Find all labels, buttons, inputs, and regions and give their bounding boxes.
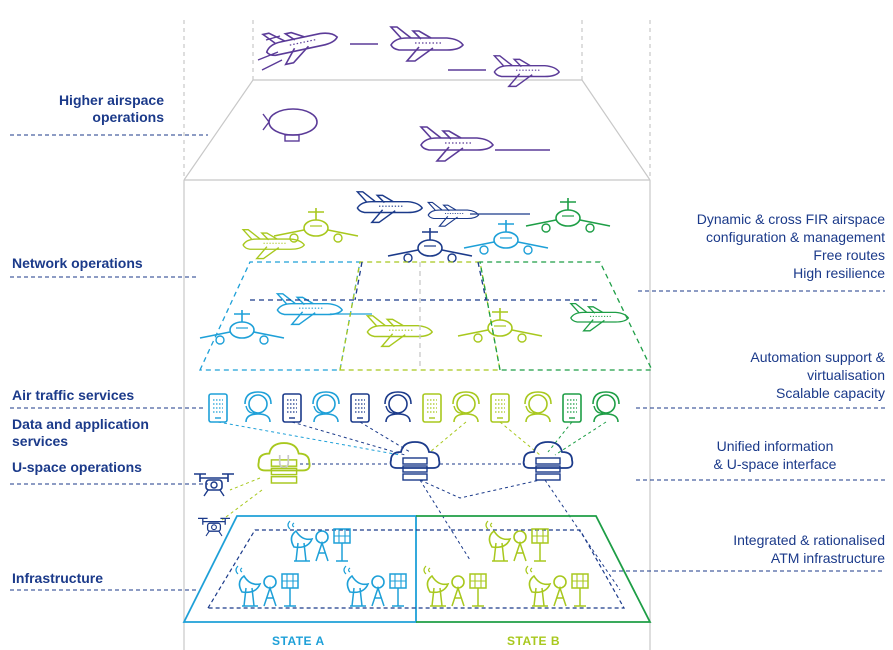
state-a-label: STATE A xyxy=(272,634,325,648)
label-leader-lines xyxy=(10,134,885,591)
higher-airspace-aircraft xyxy=(257,18,560,162)
network-aircraft xyxy=(199,191,630,348)
infrastructure-sites xyxy=(235,520,589,607)
label-higher-airspace: Higher airspace operations xyxy=(58,92,164,125)
label-infrastructure: Infrastructure xyxy=(12,570,104,586)
label-information-benefits: Unified information & U-space interface xyxy=(713,438,837,472)
label-air-traffic-services: Air traffic services xyxy=(12,387,135,403)
label-automation-benefits: Automation support & virtualisation Scal… xyxy=(750,349,885,401)
cloud-servers: U xyxy=(257,441,574,484)
infrastructure-floor xyxy=(182,515,652,623)
label-network-benefits: Dynamic & cross FIR airspace configurati… xyxy=(696,211,885,281)
label-infrastructure-benefits: Integrated & rationalised ATM infrastruc… xyxy=(733,532,885,566)
label-uspace-operations: U-space operations xyxy=(12,459,142,475)
air-traffic-services-row xyxy=(208,391,620,423)
building-outline xyxy=(183,20,651,650)
drones xyxy=(193,473,235,537)
label-network-operations: Network operations xyxy=(12,255,143,271)
state-b-label: STATE B xyxy=(507,634,561,648)
airspace-sectors xyxy=(198,261,654,371)
label-data-application-services: Data and application services xyxy=(12,416,149,449)
svg-text:U: U xyxy=(278,452,291,472)
